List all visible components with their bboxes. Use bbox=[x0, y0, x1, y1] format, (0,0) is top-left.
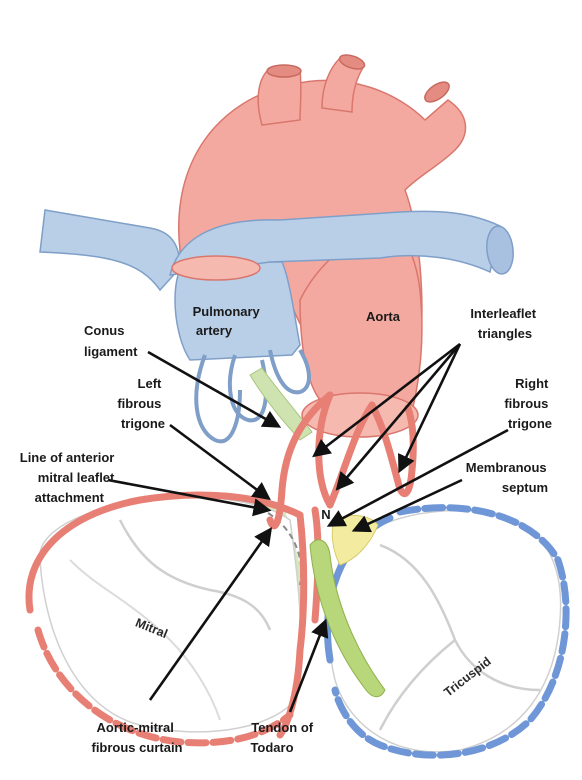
mitral-annulus-dashed bbox=[34, 626, 294, 747]
label-conus-ligament: Conus ligament bbox=[84, 323, 138, 359]
label-left-fibrous-trigone: Left fibrous trigone bbox=[117, 376, 165, 431]
label-line-of-anterior-mitral-leaflet-attachment: Line of anterior mitral leaflet attachme… bbox=[20, 450, 118, 505]
arrow-interleaflet-3 bbox=[398, 343, 462, 474]
arrows bbox=[107, 342, 509, 713]
label-pulmonary-artery: Pulmonary artery bbox=[193, 304, 264, 338]
mitral-valve bbox=[25, 491, 304, 747]
arrow-interleaflet-2 bbox=[335, 343, 461, 491]
arrow-conus-ligament bbox=[147, 350, 282, 428]
label-right-fibrous-trigone: Right fibrous trigone bbox=[504, 376, 552, 431]
label-node-n: N bbox=[321, 507, 330, 522]
arrow-right-fibrous-trigone bbox=[326, 428, 509, 527]
pulmonary-cusp bbox=[268, 348, 311, 395]
right-pulmonary-branch bbox=[169, 210, 501, 276]
arrow-tendon-of-todaro bbox=[288, 618, 329, 713]
left-pulmonary-branch bbox=[39, 209, 181, 292]
arrow-line-of-attachment bbox=[107, 478, 272, 517]
arrow-interleaflet-1 bbox=[312, 342, 461, 458]
pulmonary-artery bbox=[39, 209, 514, 444]
arrow-membranous-septum bbox=[351, 478, 463, 533]
tendon-of-todaro-band bbox=[309, 539, 386, 698]
label-tendon-of-todaro: Tendon of Todaro bbox=[250, 720, 316, 755]
label-interleaflet-triangles: Interleaflet triangles bbox=[470, 306, 539, 341]
label-aorta: Aorta bbox=[366, 309, 401, 324]
pulmonary-cusp bbox=[194, 354, 242, 444]
arrow-aortic-mitral-curtain bbox=[148, 527, 273, 701]
tricuspid-annulus-dashed bbox=[331, 504, 570, 759]
conus-ligament-band bbox=[249, 367, 313, 441]
arrow-left-fibrous-trigone bbox=[169, 423, 271, 501]
brachiocephalic-branch bbox=[257, 69, 302, 126]
label-aortic-mitral-fibrous-curtain: Aortic-mitral fibrous curtain bbox=[91, 720, 182, 755]
aortic-leaflet-hinges bbox=[266, 391, 417, 739]
label-membranous-septum: Membranous septum bbox=[466, 460, 551, 495]
